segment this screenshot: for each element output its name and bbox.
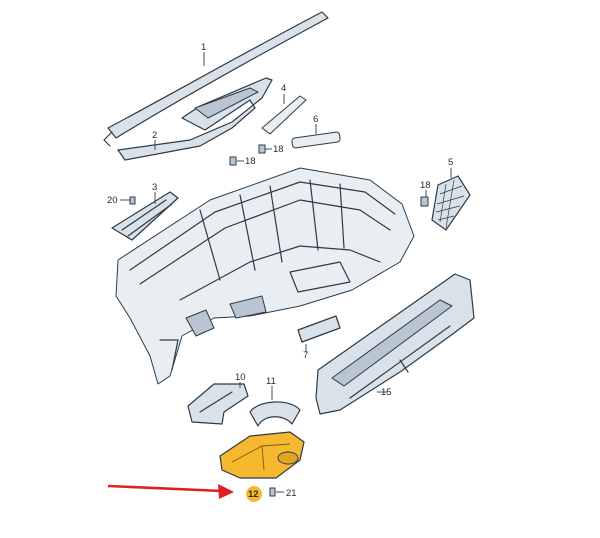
- fastener-18c: [420, 196, 429, 207]
- part-4-cover: [261, 95, 307, 135]
- fastener-18a: [229, 156, 237, 166]
- callout-15: 15: [381, 387, 392, 398]
- part-10-bracket: [187, 383, 249, 425]
- callout-2: 2: [152, 130, 157, 141]
- callout-18b: 18: [273, 144, 284, 155]
- part-5-side-grille: [431, 175, 471, 231]
- fastener-20: [129, 196, 136, 205]
- part-7-center-panel: [297, 315, 341, 343]
- callout-7: 7: [303, 350, 308, 361]
- callout-12-highlight: [246, 486, 262, 502]
- callout-3: 3: [152, 182, 157, 193]
- part-11-column-cover: [249, 401, 301, 427]
- callout-4: 4: [281, 83, 286, 94]
- fastener-18b: [258, 144, 266, 154]
- callout-18a: 18: [245, 156, 256, 167]
- red-pointer-arrow: [107, 484, 234, 499]
- callout-20: 20: [107, 195, 118, 206]
- callout-10: 10: [235, 372, 246, 383]
- callout-6: 6: [313, 114, 318, 125]
- callout-21: 21: [286, 488, 297, 499]
- part-6-vent-strip: [291, 131, 341, 149]
- callout-11: 11: [266, 376, 276, 387]
- part-2-upper-trim: [117, 77, 273, 161]
- callout-18c: 18: [420, 180, 431, 191]
- part-3-bracket: [111, 191, 179, 241]
- dashboard-carrier-frame: [115, 167, 415, 385]
- leader-lines: [120, 52, 452, 493]
- callout-5: 5: [448, 157, 453, 168]
- part-12-column-shroud-highlighted: [219, 431, 305, 479]
- part-1-trim-strip: [103, 11, 329, 147]
- callout-12: 12: [248, 489, 259, 500]
- callout-1: 1: [201, 42, 206, 53]
- fastener-21: [269, 487, 276, 497]
- part-15-lower-trim: [315, 273, 475, 415]
